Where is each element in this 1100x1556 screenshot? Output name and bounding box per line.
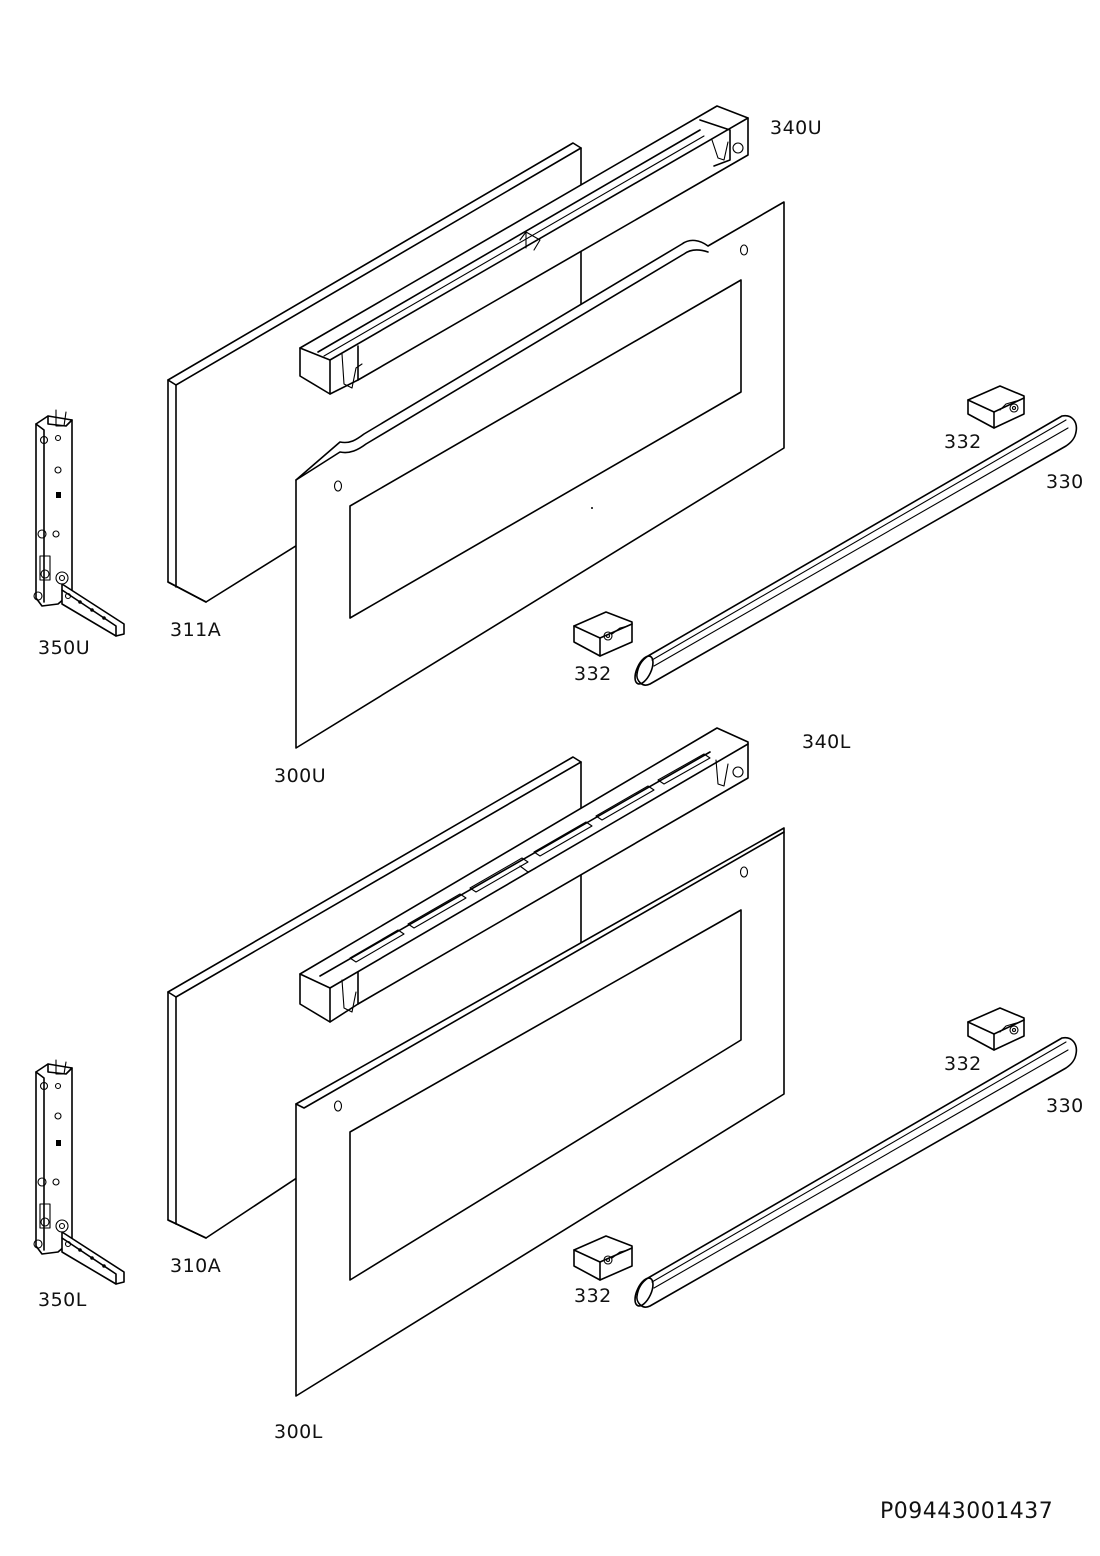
handle-bar-330-lower — [634, 1036, 1078, 1308]
label-332-lower-left: 332 — [574, 1285, 612, 1307]
drawing-code: P09443001437 — [880, 1499, 1053, 1524]
end-cap-332-lower-right — [967, 1007, 1025, 1051]
label-300U: 300U — [274, 765, 326, 787]
label-340L: 340L — [802, 731, 851, 753]
outer-glass-door-300U — [295, 201, 785, 749]
label-340U: 340U — [770, 117, 822, 139]
label-332-lower-right: 332 — [944, 1053, 982, 1075]
end-cap-332-lower-left — [573, 1235, 633, 1281]
label-332-upper-left: 332 — [574, 663, 612, 685]
label-300L: 300L — [274, 1421, 323, 1443]
label-330-lower: 330 — [1046, 1095, 1084, 1117]
end-cap-332-upper-left — [573, 611, 633, 657]
top-trim-340L — [299, 727, 749, 1023]
label-330-upper: 330 — [1046, 471, 1084, 493]
top-trim-340U — [299, 105, 749, 395]
label-311A: 311A — [170, 619, 221, 641]
hinge-350U — [33, 409, 125, 637]
label-332-upper-right: 332 — [944, 431, 982, 453]
hinge-350L — [33, 1059, 125, 1285]
outer-glass-door-300L — [295, 827, 785, 1397]
label-350L: 350L — [38, 1289, 87, 1311]
handle-bar-330-upper — [634, 414, 1078, 686]
label-350U: 350U — [38, 637, 90, 659]
label-310A: 310A — [170, 1255, 221, 1277]
end-cap-332-upper-right — [967, 385, 1025, 429]
